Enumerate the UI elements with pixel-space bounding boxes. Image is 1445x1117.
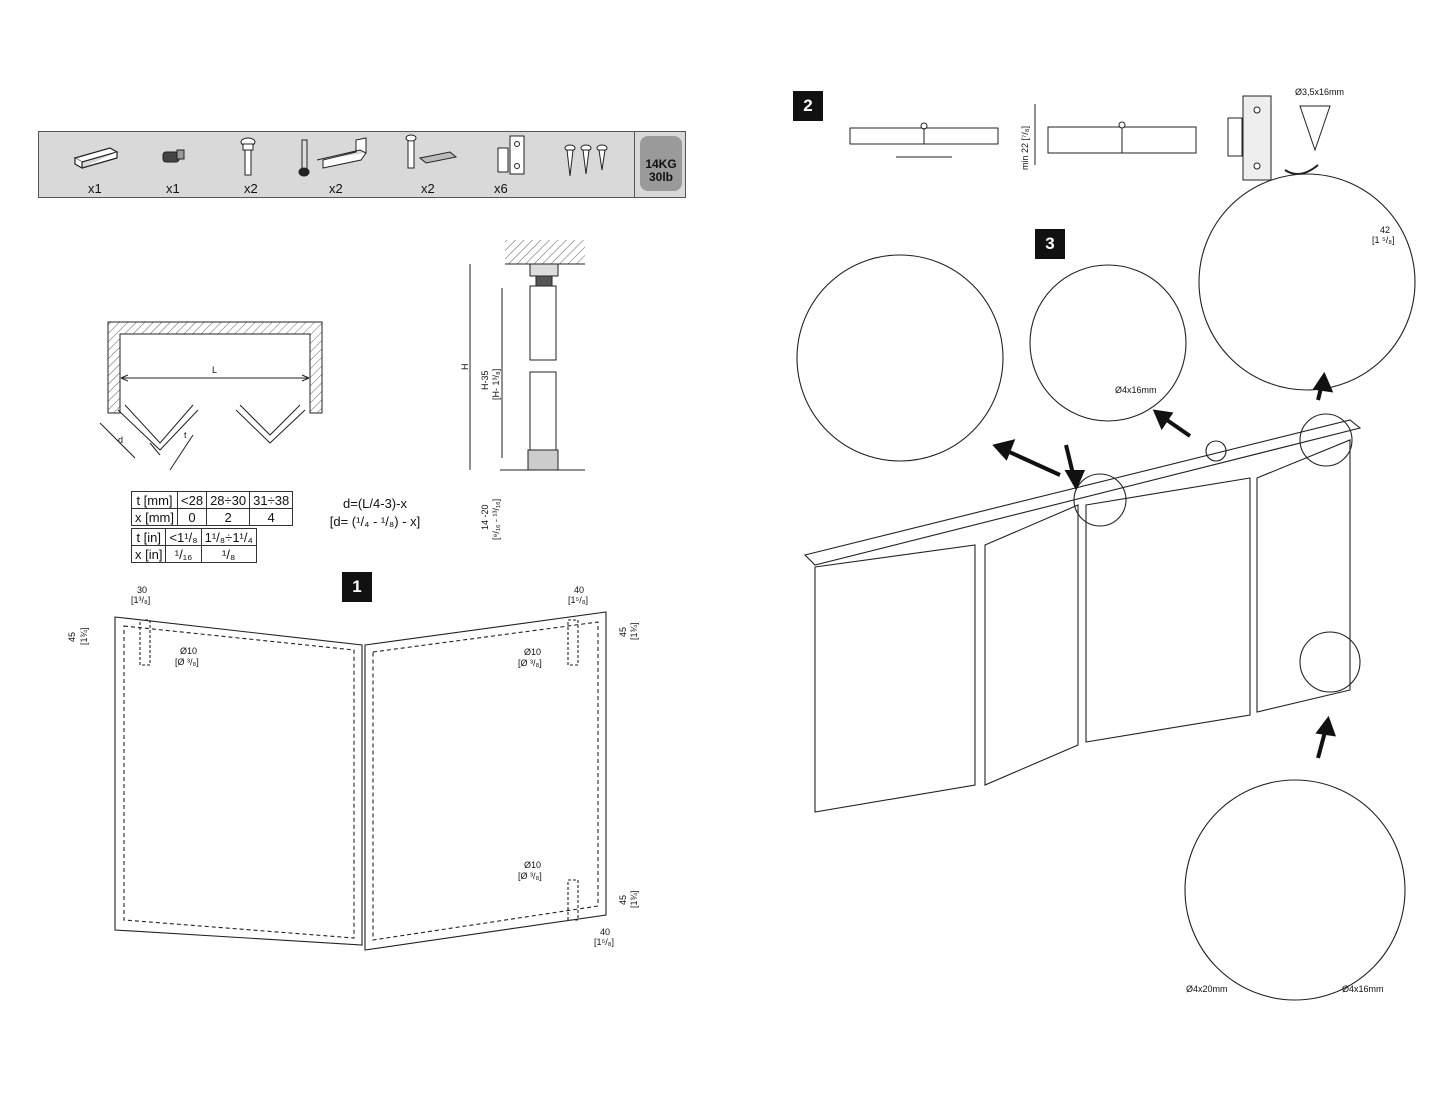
weight-kg: 14KG	[645, 157, 677, 171]
table-row: t [in] <1¹/₈ 1¹/₈÷1¹/₄	[130, 528, 257, 546]
bore-left-in: [Ø ³/₈]	[175, 657, 199, 667]
cell: 2	[206, 508, 251, 526]
weight-lb: 30lb	[648, 170, 673, 184]
cell: t [in]	[130, 528, 167, 546]
weight-icon: 14KG 30lb	[640, 136, 682, 191]
height-dim-in: [H- 1³/₈]	[491, 369, 501, 400]
dim-30: 30	[137, 585, 147, 595]
cell: <1¹/₈	[165, 528, 202, 546]
step-3-badge: 3	[1035, 229, 1065, 259]
step3-arrows	[992, 371, 1336, 759]
dim-42-in: [1 ⁵/₈]	[1372, 235, 1394, 245]
cell: 28÷30	[206, 491, 251, 509]
formula-mm: d=(L/4-3)-x	[343, 496, 407, 511]
floor-gap-in: [⁹/₁₆ - ¹³/₁₆]	[491, 499, 501, 540]
screw-bottom-right: Ø4x16mm	[1342, 984, 1384, 994]
part-qty-1: x1	[88, 181, 102, 196]
formula-in: [d= (¹/₄ - ¹/₈) - x]	[329, 514, 421, 529]
dim-45-left-in: [1¾]	[79, 627, 89, 645]
floor-gap: 14 -20	[480, 504, 490, 530]
table-row: x [mm] 0 2 4	[131, 508, 294, 526]
step2-drawings	[849, 95, 1331, 181]
plan-view	[99, 321, 323, 471]
bottom-bracket-icon	[298, 137, 367, 177]
door-right	[364, 611, 607, 951]
bore-right-top: Ø10	[524, 647, 541, 657]
dim-40-bottom: 40	[600, 927, 610, 937]
step-2-badge: 2	[793, 91, 823, 121]
table-row: t [mm] <28 28÷30 31÷38	[131, 491, 294, 509]
dim-45-bottom: 45	[618, 895, 628, 905]
dim-45-left: 45	[67, 632, 77, 642]
cell: 0	[176, 508, 208, 526]
table-row: x [in] ¹/₁₆ ¹/₈	[130, 545, 257, 563]
dim-40-top-in: [1⁵/₈]	[568, 595, 588, 605]
stopper-icon	[162, 149, 185, 163]
height-label: H	[460, 364, 470, 371]
bore-right-bottom: Ø10	[524, 860, 541, 870]
screw-bottom-left: Ø4x20mm	[1186, 984, 1228, 994]
screw-step2: Ø3,5x16mm	[1295, 87, 1344, 97]
screws-icon	[564, 144, 608, 177]
opening-label: L	[212, 365, 217, 375]
dim-30-in: [1³/₈]	[131, 595, 150, 605]
dim-45-right-in: [1¾]	[629, 622, 639, 640]
dim-45-right: 45	[618, 627, 628, 637]
cell: <28	[176, 491, 208, 509]
t-label: t	[184, 430, 187, 440]
table-mm: t [mm] <28 28÷30 31÷38 x [mm] 0 2 4	[131, 491, 294, 526]
part-qty-3: x2	[244, 181, 258, 196]
roller-guide-icon	[405, 134, 458, 169]
cell: ¹/₈	[200, 545, 257, 563]
pivot-bolt-icon	[240, 137, 256, 176]
table-in: t [in] <1¹/₈ 1¹/₈÷1¹/₄ x [in] ¹/₁₆ ¹/₈	[130, 528, 257, 563]
cell: t [mm]	[131, 491, 178, 509]
part-qty-5: x2	[421, 181, 435, 196]
cell: x [in]	[130, 545, 167, 563]
screw-top: Ø4x16mm	[1115, 385, 1157, 395]
step3-drawings	[796, 173, 1416, 1001]
cell: 31÷38	[249, 491, 294, 509]
part-qty-4: x2	[329, 181, 343, 196]
dim-40-top: 40	[574, 585, 584, 595]
cell: ¹/₁₆	[165, 545, 202, 563]
min-label: min 22 [⁷/₈]	[1020, 126, 1030, 170]
d-label: d	[118, 435, 123, 445]
bore-right-top-in: [Ø ³/₈]	[518, 658, 542, 668]
bore-right-bottom-in: [Ø ³/₈]	[518, 871, 542, 881]
bore-left: Ø10	[180, 646, 197, 656]
dim-45-bottom-in: [1¾]	[629, 890, 639, 908]
part-qty-2: x1	[166, 181, 180, 196]
step-1-badge: 1	[342, 572, 372, 602]
height-dim: H-35	[480, 370, 490, 390]
dim-42: 42	[1380, 225, 1390, 235]
cell: 4	[249, 508, 294, 526]
part-qty-6: x6	[494, 181, 508, 196]
track-rail-icon	[73, 147, 119, 170]
cell: x [mm]	[131, 508, 178, 526]
hinge-icon	[497, 135, 525, 175]
weight-box	[634, 131, 686, 198]
door-left	[114, 616, 363, 946]
dim-40-bottom-in: [1⁵/₈]	[594, 937, 614, 947]
cell: 1¹/₈÷1¹/₄	[200, 528, 257, 546]
side-section	[469, 240, 585, 471]
